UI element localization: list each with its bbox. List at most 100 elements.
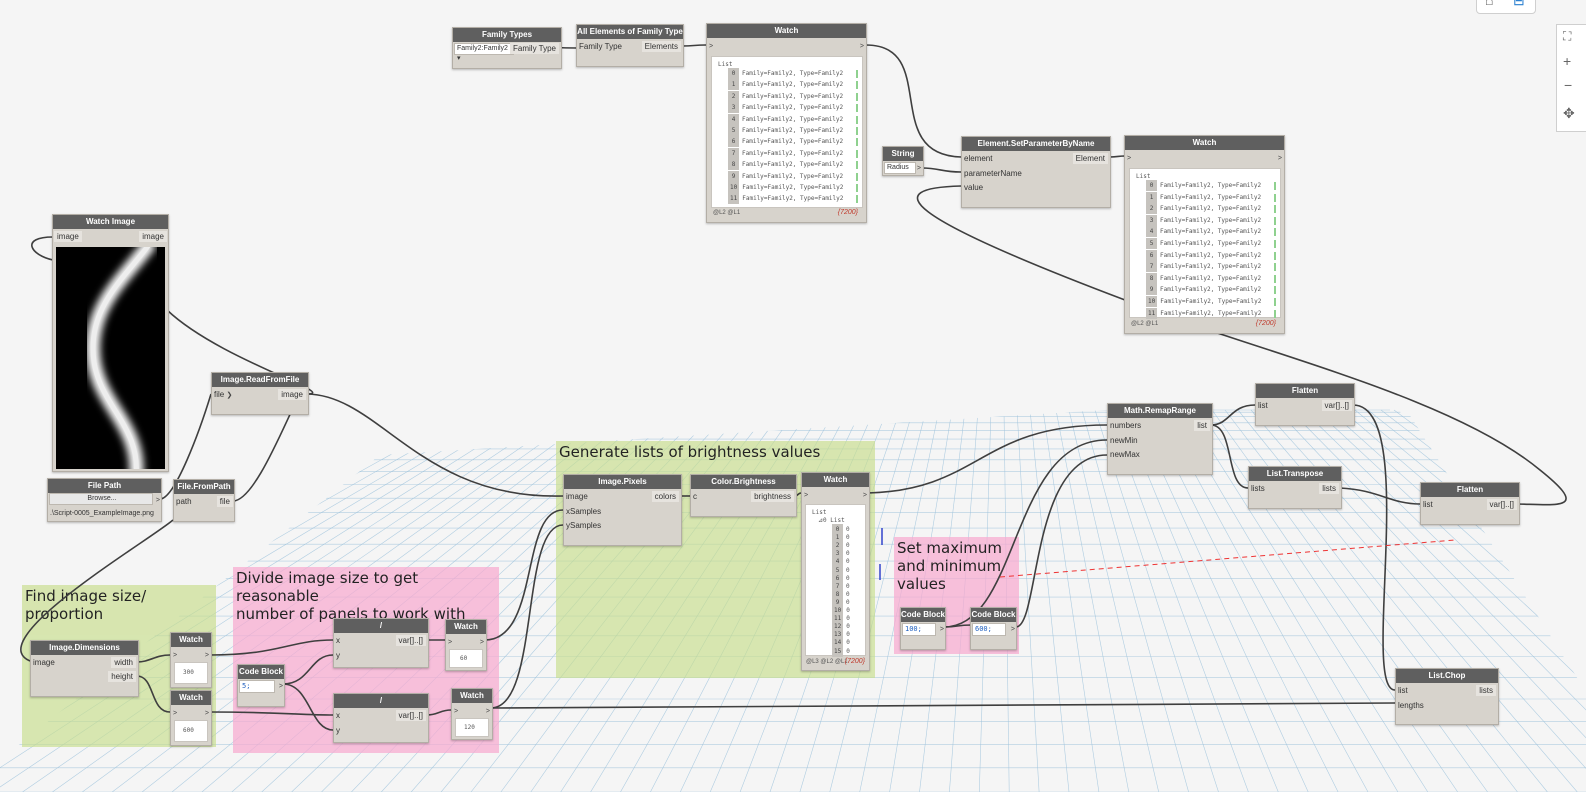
string-input[interactable]: Radius [884,162,916,174]
output-port[interactable]: > [1010,626,1015,633]
node-list-transpose[interactable]: List.Transpose lists lists [1248,466,1342,509]
output-port[interactable]: image [139,231,167,242]
view-toggle-group[interactable]: ⌂ ⊟ [1476,0,1536,14]
output-port[interactable]: var[]..[] [1486,499,1517,510]
node-all-elements[interactable]: All Elements of Family Type Family Type … [576,24,684,67]
input-port[interactable]: list [1258,401,1268,410]
input-port[interactable]: > [173,710,178,717]
node-image-pixels[interactable]: Image.Pixels image xSamples ySamples col… [563,474,682,546]
input-port-list[interactable]: list [1398,686,1408,695]
input-port-new-min[interactable]: newMin [1110,436,1138,445]
output-port[interactable]: > [278,683,283,690]
node-color-brightness[interactable]: Color.Brightness c brightness [690,474,797,517]
code-editor[interactable]: 5; [239,680,275,693]
input-port-y-samples[interactable]: ySamples [566,521,602,530]
node-code-block-max[interactable]: Code Block 600; > [970,607,1017,650]
browse-button[interactable]: Browse... [49,493,153,505]
input-port[interactable]: > [804,492,809,499]
input-port-x[interactable]: x [336,711,340,720]
input-port[interactable]: > [173,652,178,659]
family-type-dropdown[interactable]: Family2:Family2 ▾ [454,43,514,62]
node-code-block-5[interactable]: Code Block 5; > [237,664,285,707]
output-port[interactable]: > [485,708,490,715]
node-watch-60[interactable]: Watch > > 60 [445,619,487,671]
input-port[interactable]: image [54,231,82,242]
node-set-parameter-by-name[interactable]: Element.SetParameterByName element param… [961,136,1111,208]
pan-icon[interactable]: ✥ [1563,105,1575,121]
input-port-new-max[interactable]: newMax [1110,450,1140,459]
output-port[interactable]: > [155,497,160,504]
output-port[interactable]: > [862,492,867,499]
node-list-chop[interactable]: List.Chop list lengths lists [1395,668,1499,725]
output-port[interactable]: > [916,165,921,172]
node-code-block-min[interactable]: Code Block 100; > [900,607,946,650]
zoom-out-icon[interactable]: − [1564,77,1573,93]
input-port[interactable]: c [693,492,697,501]
node-image-dimensions[interactable]: Image.Dimensions image width height [30,640,139,697]
input-port[interactable]: lists [1251,484,1265,493]
output-port[interactable]: > [859,43,864,50]
fit-view-icon[interactable]: ⛶ [1563,29,1572,43]
node-watch-image[interactable]: Watch Image image image [52,214,169,472]
code-editor[interactable]: 600; [972,623,1006,636]
input-port[interactable]: file ❯ [214,390,233,399]
input-port[interactable]: > [448,639,453,646]
input-port[interactable]: > [454,708,459,715]
input-port[interactable]: Family Type [579,42,622,51]
input-port-value[interactable]: value [964,183,984,192]
output-port[interactable]: > [204,652,209,659]
output-port[interactable]: image [278,389,306,400]
input-port[interactable]: > [1127,155,1132,162]
output-port[interactable]: var[]..[] [395,635,426,646]
output-port[interactable]: brightness [751,491,794,502]
output-port[interactable]: var[]..[] [1321,400,1352,411]
node-flatten-2[interactable]: Flatten list var[]..[] [1420,482,1520,525]
node-divide-width[interactable]: / x y var[]..[] [333,618,429,668]
node-watch-width[interactable]: Watch > > 300 [170,632,212,688]
output-port[interactable]: file [216,496,233,507]
output-port[interactable]: Elements [641,41,681,52]
node-watch-height[interactable]: Watch > > 600 [170,690,212,746]
geometry-view-icon[interactable]: ⌂ [1485,0,1494,8]
output-port[interactable]: > [1277,155,1282,162]
node-divide-height[interactable]: / x y var[]..[] [333,693,429,743]
output-port[interactable]: > [939,626,944,633]
node-watch-120[interactable]: Watch > > 120 [451,688,493,740]
graph-view-icon[interactable]: ⊟ [1513,0,1525,8]
node-file-path[interactable]: File Path Browse... > .\Script-0005_Exam… [47,478,162,522]
input-port[interactable]: list [1423,500,1433,509]
input-port[interactable]: image [33,658,55,667]
input-port-lengths[interactable]: lengths [1398,701,1424,710]
output-port[interactable]: lists [1319,483,1339,494]
node-math-remap-range[interactable]: Math.RemapRange numbers newMin newMax li… [1107,403,1213,475]
node-flatten-1[interactable]: Flatten list var[]..[] [1255,383,1355,426]
input-port-element[interactable]: element [964,154,993,163]
output-port-width[interactable]: width [111,657,136,668]
node-family-types[interactable]: Family Types Family2:Family2 ▾ Family Ty… [452,27,562,69]
node-string[interactable]: String Radius > [882,146,924,176]
zoom-in-icon[interactable]: + [1563,53,1572,69]
output-port[interactable]: var[]..[] [395,710,426,721]
input-port[interactable]: path [176,497,192,506]
output-port[interactable]: Element [1072,153,1108,164]
output-port[interactable]: > [479,639,484,646]
input-port-y[interactable]: y [336,726,340,735]
input-port-x[interactable]: x [336,636,340,645]
input-port-x-samples[interactable]: xSamples [566,507,602,516]
output-port-height[interactable]: height [108,671,136,682]
code-editor[interactable]: 100; [902,623,936,636]
input-port-numbers[interactable]: numbers [1110,421,1142,430]
output-port[interactable]: lists [1476,685,1496,696]
output-port[interactable]: list [1194,420,1210,431]
output-port[interactable]: > [204,710,209,717]
node-file-from-path[interactable]: File.FromPath path file [173,479,235,522]
input-port[interactable]: > [709,43,714,50]
output-port[interactable]: Family Type [510,43,559,54]
output-port[interactable]: colors [651,491,679,502]
